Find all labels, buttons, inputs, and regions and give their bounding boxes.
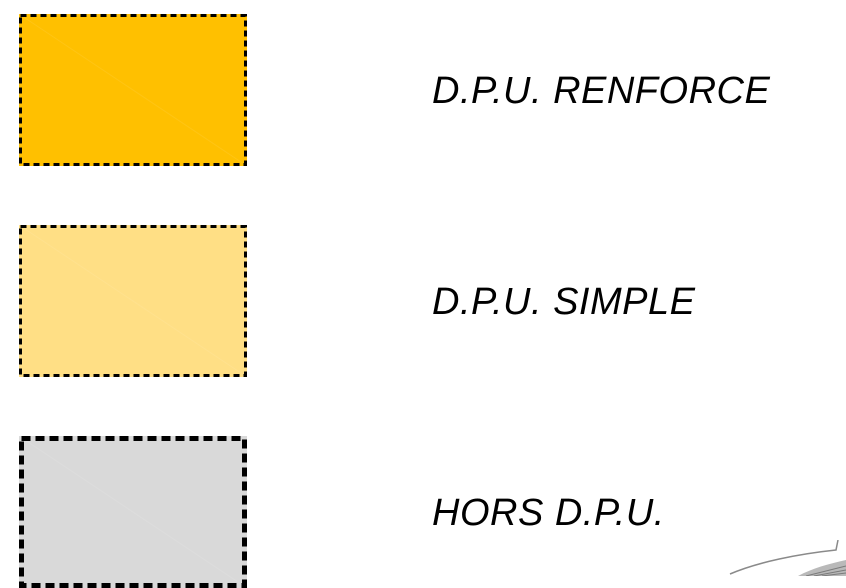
swatch-graphic	[18, 435, 248, 588]
legend-label-dpu-renforce: D.P.U. RENFORCE	[432, 70, 771, 112]
swatch-graphic	[18, 13, 248, 167]
legend-label-hors-dpu: HORS D.P.U.	[432, 492, 665, 534]
corner-decoration	[729, 540, 846, 576]
legend-label-dpu-simple: D.P.U. SIMPLE	[432, 281, 696, 323]
legend-swatch-hors-dpu	[18, 435, 248, 588]
legend-swatch-dpu-simple	[18, 224, 248, 378]
swatch-graphic	[18, 224, 248, 378]
legend-swatch-dpu-renforce	[18, 13, 248, 167]
